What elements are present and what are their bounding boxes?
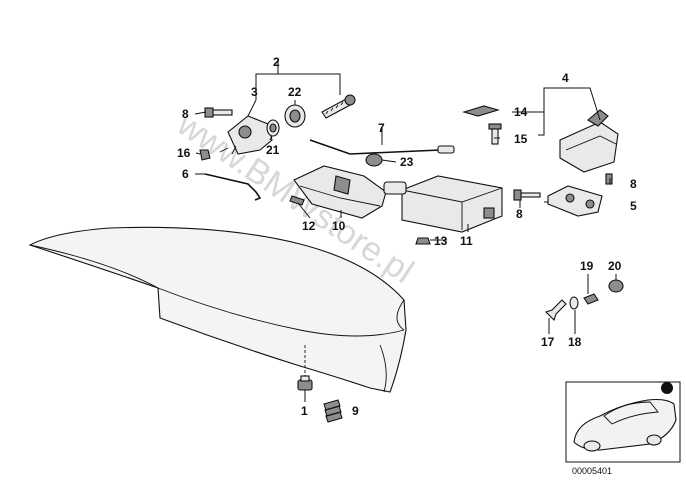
callout-18: 18	[568, 335, 582, 349]
reference-code: 00005401	[572, 466, 612, 476]
callout-8-striker: 8	[516, 207, 523, 221]
callout-9: 9	[352, 404, 359, 418]
callout-22: 22	[288, 85, 302, 99]
callout-labels: 1 2 3 4 5 6 7 8 8 8 9 10 11 12 13 14 15 …	[177, 55, 637, 418]
callout-12: 12	[302, 219, 316, 233]
part-10-latch-bracket	[293, 165, 387, 219]
callout-11: 11	[460, 234, 473, 248]
callout-8-lock-right: 8	[630, 177, 637, 191]
part-13-clip	[415, 237, 431, 245]
part-2-key-rod	[321, 94, 356, 119]
part-21-seal-ring	[266, 119, 280, 137]
callout-16: 16	[177, 146, 191, 160]
callout-2: 2	[273, 55, 280, 69]
part-22-cap	[284, 104, 306, 128]
reference-car-inset: 00005401	[565, 381, 681, 476]
callout-4: 4	[562, 71, 569, 85]
part-5-striker-plate	[547, 185, 603, 217]
callout-20: 20	[608, 259, 622, 273]
part-11-actuator	[383, 175, 503, 233]
trunk-lid-drawing	[28, 226, 407, 393]
callout-10: 10	[332, 219, 346, 233]
part-18-washer	[569, 296, 579, 310]
leader-lines	[194, 60, 617, 402]
part-23-grommet	[365, 153, 383, 167]
callout-15: 15	[514, 132, 528, 146]
part-8-screw-left	[204, 107, 233, 118]
callout-6: 6	[182, 167, 189, 181]
part-8-screw-right-top	[605, 173, 613, 185]
callout-1: 1	[301, 404, 308, 418]
callout-14: 14	[514, 105, 528, 119]
callout-21: 21	[266, 143, 280, 157]
part-6-rod	[204, 173, 262, 201]
part-14-bracket	[462, 105, 500, 117]
part-12-screw	[289, 195, 305, 206]
highlight-marker-icon	[661, 382, 673, 394]
part-17-bolt	[544, 299, 567, 322]
callout-3: 3	[251, 85, 258, 99]
callout-23: 23	[400, 155, 414, 169]
part-19-bushing	[583, 293, 599, 305]
part-4-trunk-lock	[559, 109, 619, 173]
callout-13: 13	[434, 234, 448, 248]
callout-19: 19	[580, 259, 594, 273]
callout-7: 7	[378, 121, 385, 135]
part-8-screw-striker	[513, 189, 541, 201]
part-7-cable	[309, 139, 455, 155]
part-15-bolt	[488, 123, 502, 145]
part-20-nut	[608, 279, 624, 293]
callout-5: 5	[630, 199, 637, 213]
callout-8-lock: 8	[182, 107, 189, 121]
part-9-spring	[323, 399, 343, 423]
part-16-clip	[199, 149, 211, 161]
callout-17: 17	[541, 335, 555, 349]
